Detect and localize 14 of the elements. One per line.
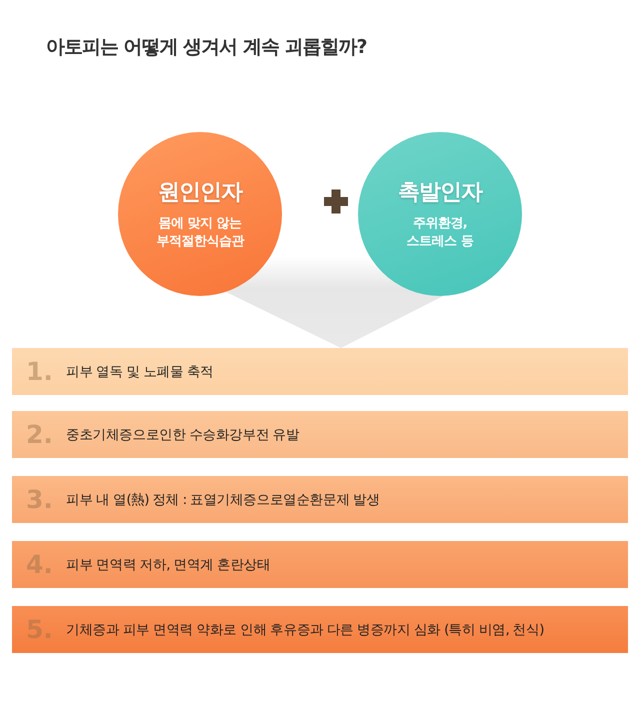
factor-title: 촉발인자 [398,178,482,207]
step-text: 중초기체증으로인한 수승화강부전 유발 [66,426,300,444]
step-text: 피부 내 열(熱) 정체 : 표열기체증으로열순환문제 발생 [66,490,380,508]
factor-description: 몸에 맞지 않는 부적절한식습관 [155,214,246,251]
factor-description: 주위환경, 스트레스 등 [406,214,474,251]
step-bar [12,476,628,523]
step-bar [12,606,628,653]
step-bar [12,411,628,458]
factor-title: 원인인자 [158,178,242,207]
title: 아토피는 어떻게 생겨서 계속 괴롭힐까? [46,35,366,60]
step-text: 피부 열독 및 노폐물 축적 [66,362,214,380]
step-text: 기체증과 피부 면역력 약화로 인해 후유증과 다른 병증까지 심화 (특히 비염, 천식) [66,620,544,638]
step-bar [12,541,628,588]
step-text: 피부 면역력 저하, 면역계 혼란상태 [66,556,270,574]
